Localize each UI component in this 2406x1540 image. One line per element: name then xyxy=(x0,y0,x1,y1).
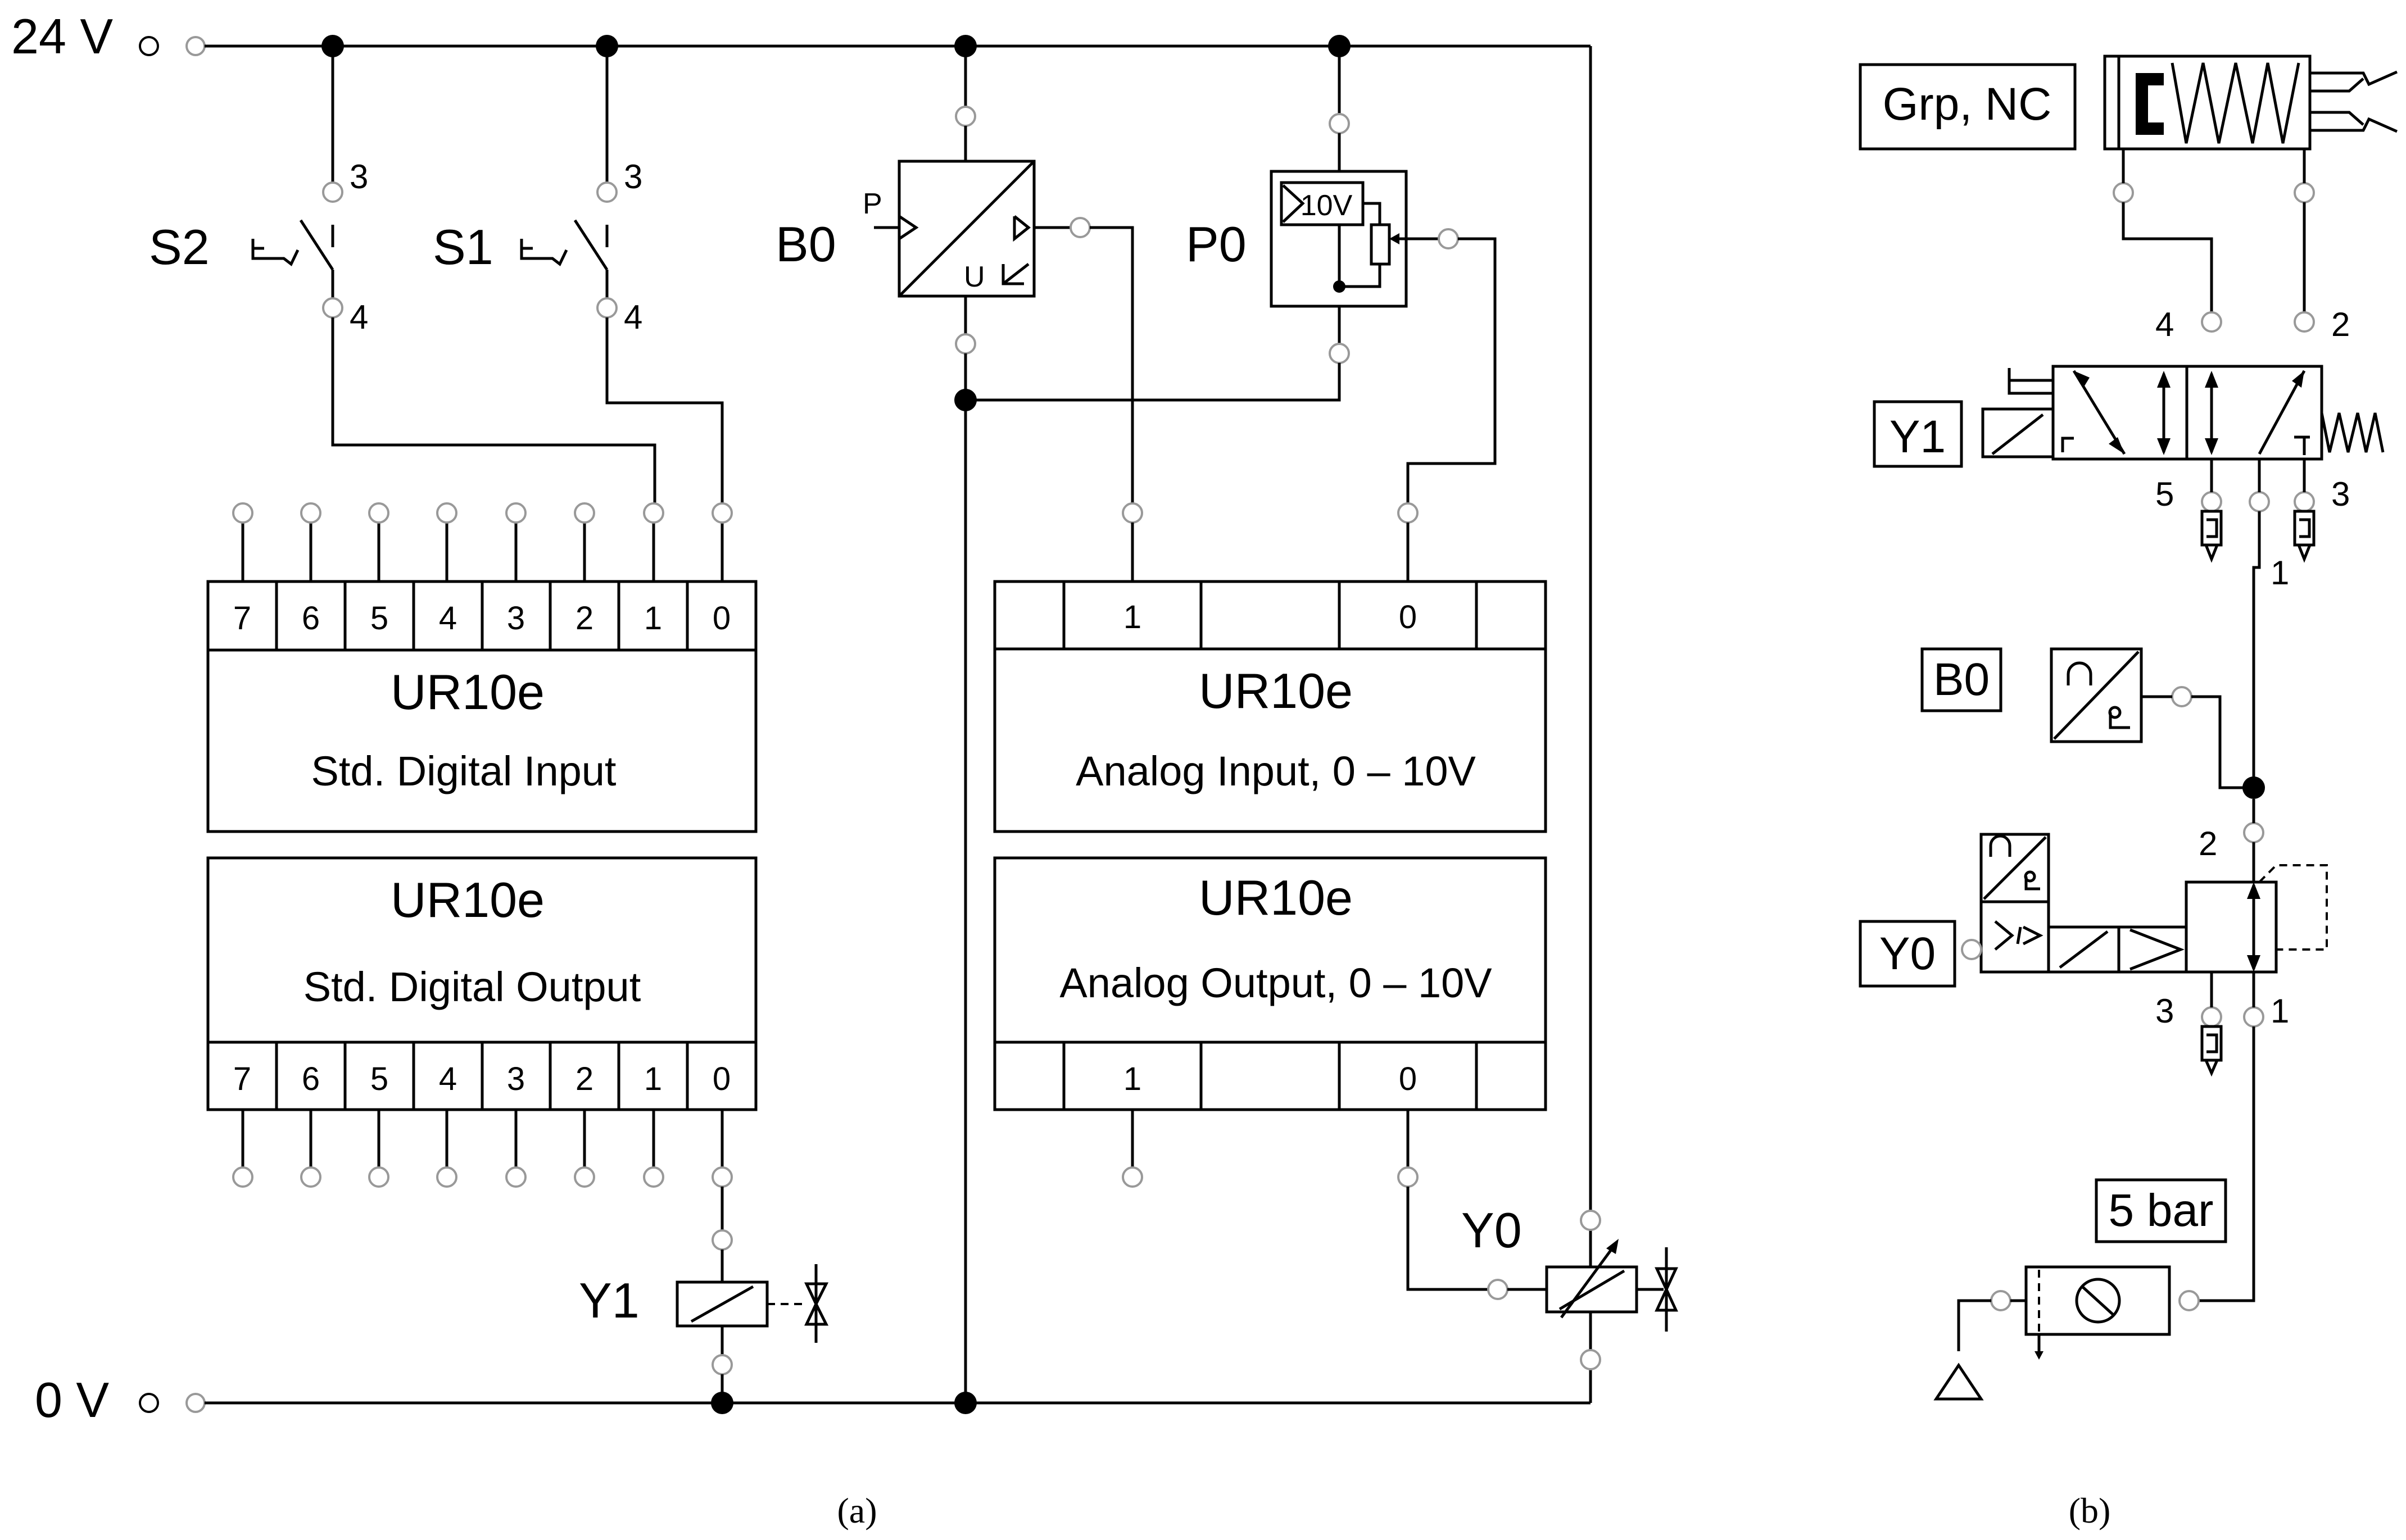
svg-text:3: 3 xyxy=(350,158,368,196)
air-supply: 5 bar xyxy=(1933,1178,2227,1401)
svg-text:2: 2 xyxy=(2331,306,2350,343)
digital-input-title: UR10e xyxy=(391,664,545,720)
svg-text:3: 3 xyxy=(507,1061,525,1097)
b0-pneumatic-label: B0 xyxy=(1933,654,1990,705)
gripper-label: Grp, NC xyxy=(1883,79,2052,130)
gripper-nc: Grp, NC xyxy=(1859,54,2398,312)
p0-label: P0 xyxy=(1186,216,1247,272)
electrical-circuit: 24 V 0 V 3 4 S2 xyxy=(11,8,1678,1530)
y0-pneumatic-label: Y0 xyxy=(1879,928,1936,979)
svg-text:1: 1 xyxy=(2271,992,2289,1030)
svg-text:3: 3 xyxy=(2155,992,2174,1030)
svg-text:5: 5 xyxy=(370,600,388,637)
svg-text:2: 2 xyxy=(576,600,593,637)
caption-a: (a) xyxy=(837,1491,877,1530)
svg-text:1: 1 xyxy=(644,600,662,637)
supply-0v-label: 0 V xyxy=(35,1372,109,1428)
svg-text:3: 3 xyxy=(624,158,642,196)
svg-text:10V: 10V xyxy=(1301,189,1353,222)
s1-label: S1 xyxy=(433,219,493,275)
analog-output-subtitle: Analog Output, 0 – 10V xyxy=(1059,960,1492,1006)
svg-text:7: 7 xyxy=(233,1061,251,1097)
svg-text:0: 0 xyxy=(713,600,731,637)
potentiometer-p0: 10V P0 xyxy=(966,46,1497,503)
solenoid-y0: Y0 xyxy=(1406,1187,1678,1370)
analog-output-title: UR10e xyxy=(1199,870,1353,925)
digital-output-title: UR10e xyxy=(391,872,545,928)
svg-text:3: 3 xyxy=(507,600,525,637)
svg-text:1: 1 xyxy=(2271,554,2289,592)
svg-text:5: 5 xyxy=(370,1061,388,1097)
svg-text:2: 2 xyxy=(2199,825,2217,862)
svg-text:1: 1 xyxy=(1123,1061,1141,1097)
switch-s2: 3 4 S2 xyxy=(149,46,656,506)
analog-input-subtitle: Analog Input, 0 – 10V xyxy=(1076,748,1476,794)
y0-electrical-label: Y0 xyxy=(1461,1202,1522,1258)
ur10e-digital-input: 7 6 5 4 3 2 1 0 UR10e Std. Digital Input xyxy=(206,502,758,833)
svg-text:1: 1 xyxy=(1123,599,1141,635)
digital-output-subtitle: Std. Digital Output xyxy=(303,964,641,1010)
digital-input-pins-top xyxy=(232,502,733,582)
supply-pressure-label: 5 bar xyxy=(2109,1185,2214,1236)
svg-text:2: 2 xyxy=(576,1061,593,1097)
ur10e-analog-input: 1 0 UR10e Analog Input, 0 – 10V xyxy=(993,502,1547,833)
valve-y1: 4 2 Y1 xyxy=(1873,306,2385,788)
svg-text:P: P xyxy=(863,188,882,220)
switch-s1: 3 4 S1 xyxy=(433,46,724,506)
b0-electrical-label: B0 xyxy=(776,216,836,272)
svg-text:0: 0 xyxy=(713,1061,731,1097)
solenoid-y1: Y1 xyxy=(579,1187,829,1414)
svg-text:0: 0 xyxy=(1399,1061,1417,1097)
ur10e-analog-output: UR10e Analog Output, 0 – 10V 1 0 xyxy=(993,856,1547,1188)
svg-text:4: 4 xyxy=(439,1061,457,1097)
ur10e-digital-output: UR10e Std. Digital Output 7 6 5 4 3 2 1 … xyxy=(206,856,758,1188)
svg-text:4: 4 xyxy=(624,298,642,336)
svg-text:4: 4 xyxy=(439,600,457,637)
digital-input-subtitle: Std. Digital Input xyxy=(311,748,617,794)
svg-text:4: 4 xyxy=(350,298,368,336)
svg-text:3: 3 xyxy=(2331,475,2350,513)
y1-pneumatic-label: Y1 xyxy=(1890,411,1946,462)
analog-input-title: UR10e xyxy=(1199,663,1353,719)
sensor-b0-pneumatic: B0 xyxy=(1920,647,2265,843)
svg-text:4: 4 xyxy=(2155,306,2174,343)
digital-output-pins-bottom xyxy=(232,1110,733,1188)
supply-24v-label: 24 V xyxy=(11,8,113,64)
svg-text:U: U xyxy=(964,261,985,293)
svg-text:1: 1 xyxy=(644,1061,662,1097)
y1-electrical-label: Y1 xyxy=(579,1273,640,1328)
svg-text:5: 5 xyxy=(2155,475,2174,513)
svg-text:7: 7 xyxy=(233,600,251,637)
valve-y0: 2 Y0 3 xyxy=(1859,825,2328,1302)
pneumatic-circuit: Grp, NC 4 2 Y1 xyxy=(1859,54,2398,1530)
svg-text:6: 6 xyxy=(302,600,320,637)
svg-text:0: 0 xyxy=(1399,599,1417,635)
y1-label-box xyxy=(1873,400,1963,468)
svg-text:6: 6 xyxy=(302,1061,320,1097)
caption-b: (b) xyxy=(2069,1491,2111,1530)
s2-label: S2 xyxy=(149,219,210,275)
